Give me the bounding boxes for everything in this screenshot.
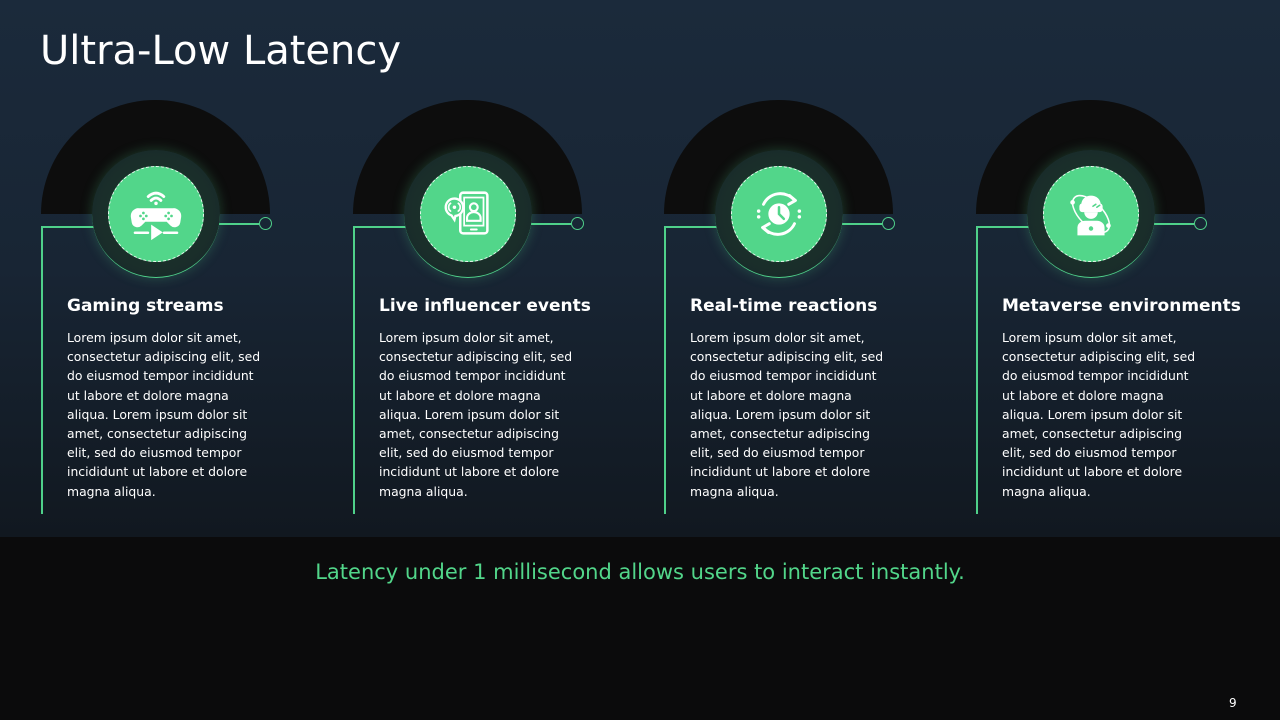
- connector-node: [571, 217, 584, 230]
- card-real-time-reactions: Real-time reactions Lorem ipsum dolor si…: [664, 100, 904, 520]
- card-heading: Gaming streams: [67, 296, 224, 316]
- icon-badge: [108, 166, 204, 262]
- vr-headset-person-icon: [1070, 194, 1111, 236]
- frame-line: [664, 226, 730, 228]
- icon-badge: [731, 166, 827, 262]
- gamepad-stream-icon: [130, 191, 182, 241]
- card-body: Lorem ipsum dolor sit amet, consectetur …: [690, 330, 884, 499]
- frame-line: [353, 226, 355, 514]
- page-number: 9: [1229, 696, 1237, 710]
- card-heading: Live influencer events: [379, 296, 591, 316]
- frame-line: [41, 226, 107, 228]
- connector-line: [1154, 223, 1194, 225]
- card-heading: Real-time reactions: [690, 296, 878, 316]
- connector-line: [219, 223, 259, 225]
- tablet-live-influencer-icon: [444, 191, 489, 235]
- card-body: Lorem ipsum dolor sit amet, consectetur …: [379, 330, 573, 499]
- frame-line: [664, 226, 666, 514]
- card-heading: Metaverse environments: [1002, 296, 1241, 316]
- slide-title: Ultra-Low Latency: [40, 28, 402, 74]
- frame-line: [353, 226, 419, 228]
- connector-line: [531, 223, 571, 225]
- frame-line: [41, 226, 43, 514]
- icon-badge: [1043, 166, 1139, 262]
- card-gaming-streams: Gaming streams Lorem ipsum dolor sit ame…: [41, 100, 281, 520]
- card-live-influencer-events: Live influencer events Lorem ipsum dolor…: [353, 100, 593, 520]
- card-body: Lorem ipsum dolor sit amet, consectetur …: [1002, 330, 1196, 499]
- icon-badge: [420, 166, 516, 262]
- frame-line: [976, 226, 978, 514]
- connector-node: [1194, 217, 1207, 230]
- frame-line: [976, 226, 1042, 228]
- connector-line: [842, 223, 882, 225]
- connector-node: [882, 217, 895, 230]
- connector-node: [259, 217, 272, 230]
- card-metaverse-environments: Metaverse environments Lorem ipsum dolor…: [976, 100, 1241, 520]
- clock-sync-icon: [756, 192, 802, 236]
- card-body: Lorem ipsum dolor sit amet, consectetur …: [67, 330, 261, 499]
- slide-background-bottom: [0, 537, 1280, 720]
- tagline: Latency under 1 millisecond allows users…: [315, 560, 965, 584]
